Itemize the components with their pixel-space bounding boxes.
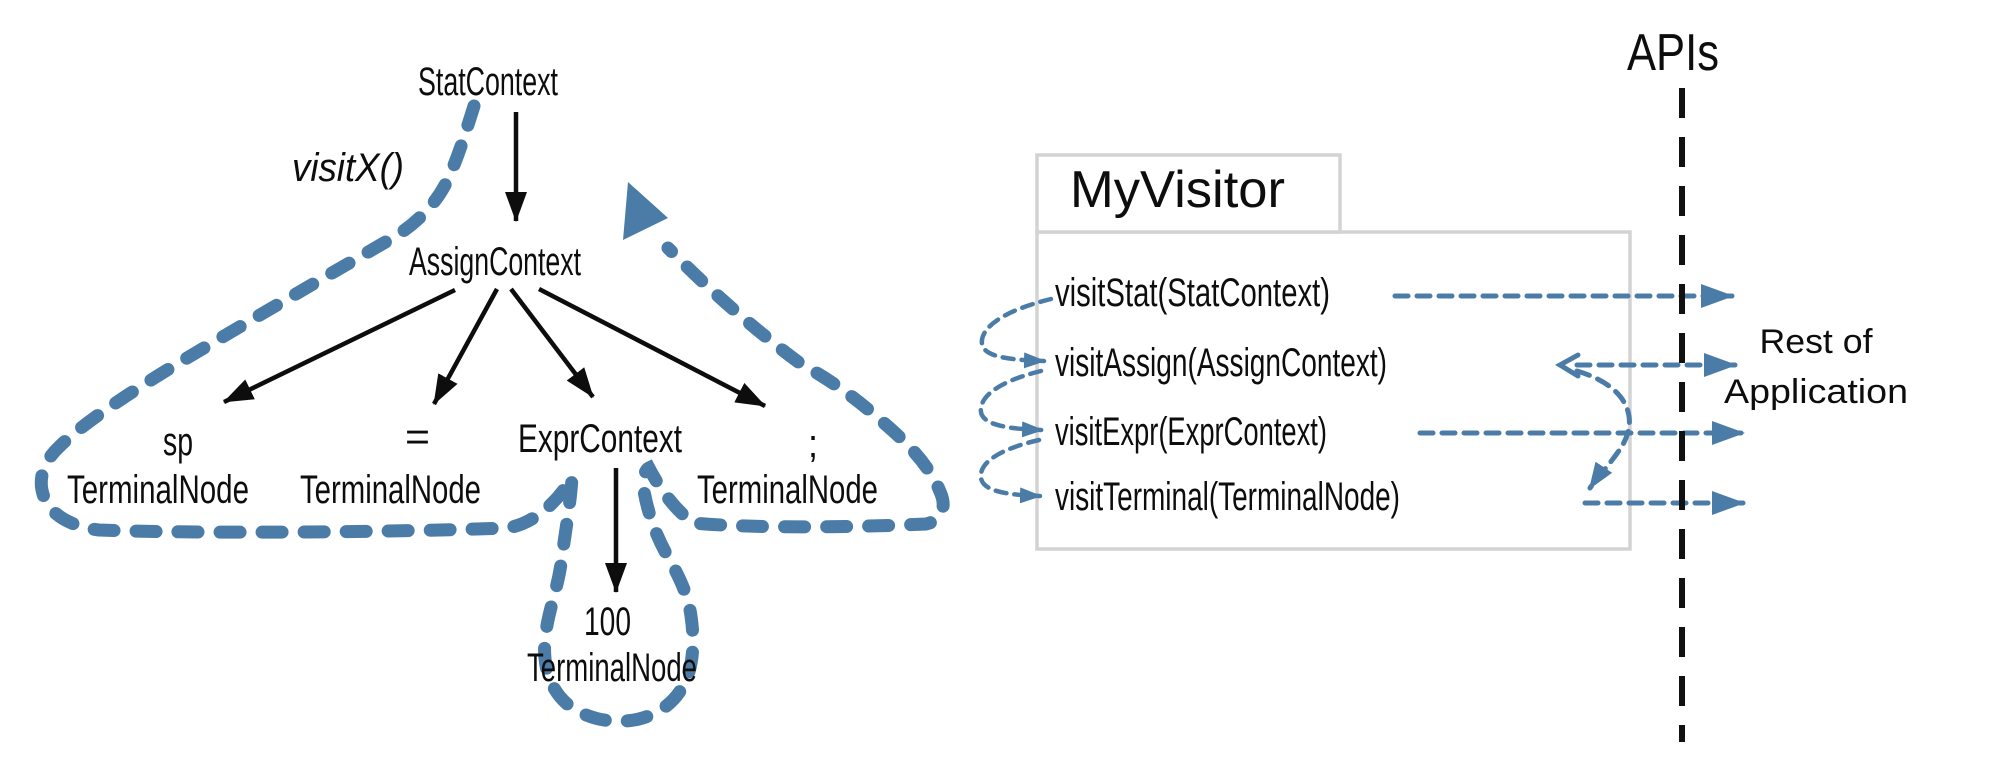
rest-of-line2: Application	[1724, 373, 1908, 411]
tree-node-terminal-2: TerminalNode	[300, 468, 481, 512]
call-arc-expr-to-terminal	[978, 437, 1043, 504]
tree-token-sp: sp	[163, 420, 193, 464]
method-visitstat: visitStat(StatContext)	[1055, 271, 1330, 315]
rest-of-line1: Rest of	[1760, 323, 1874, 361]
class-title-tab	[1035, 153, 1342, 234]
tree-node-assigncontext: AssignContext	[409, 240, 581, 284]
edge-assign-to-sp	[223, 287, 456, 405]
class-title: MyVisitor	[1070, 161, 1285, 219]
apis-label: APIs	[1627, 24, 1719, 82]
edge-assign-to-eq	[432, 287, 499, 406]
tree-token-equals: =	[405, 415, 430, 459]
method-call-chain	[978, 296, 1054, 504]
tree-labels: StatContext visitX() AssignContext sp Te…	[67, 60, 878, 690]
tree-edges	[223, 112, 767, 593]
call-arc-stat-to-assign	[979, 296, 1054, 369]
curve-assign-to-terminal	[1574, 368, 1632, 491]
api-boundary: APIs	[1627, 24, 1719, 742]
rest-of-application-label: Rest of Application	[1724, 323, 1908, 411]
method-visitexpr: visitExpr(ExprContext)	[1055, 410, 1327, 454]
api-call-arrows	[1392, 284, 1746, 515]
class-body-box	[1035, 230, 1632, 551]
method-visitassign: visitAssign(AssignContext)	[1055, 341, 1387, 385]
tree-token-100: 100	[584, 600, 631, 644]
edge-assign-to-expr	[509, 287, 595, 399]
edge-assign-to-semi	[537, 287, 767, 408]
tree-node-terminal-5: TerminalNode	[527, 646, 697, 690]
tree-node-exprcontext: ExprContext	[518, 417, 682, 461]
method-visitterminal: visitTerminal(TerminalNode)	[1055, 475, 1400, 519]
chevron-left-icon	[1555, 352, 1581, 379]
tree-node-terminal-1: TerminalNode	[67, 468, 249, 512]
walk-direction-arrowhead-icon	[623, 182, 668, 240]
visitor-walk-path	[34, 99, 950, 728]
visitx-call-label: visitX()	[292, 146, 404, 190]
call-arc-assign-to-expr	[978, 368, 1045, 438]
tree-node-statcontext: StatContext	[418, 60, 558, 104]
visitor-class-box: MyVisitor visitStat(StatContext) visitAs…	[1035, 153, 1632, 551]
tree-node-terminal-4: TerminalNode	[697, 468, 878, 512]
tree-token-semicolon: ;	[808, 422, 818, 466]
